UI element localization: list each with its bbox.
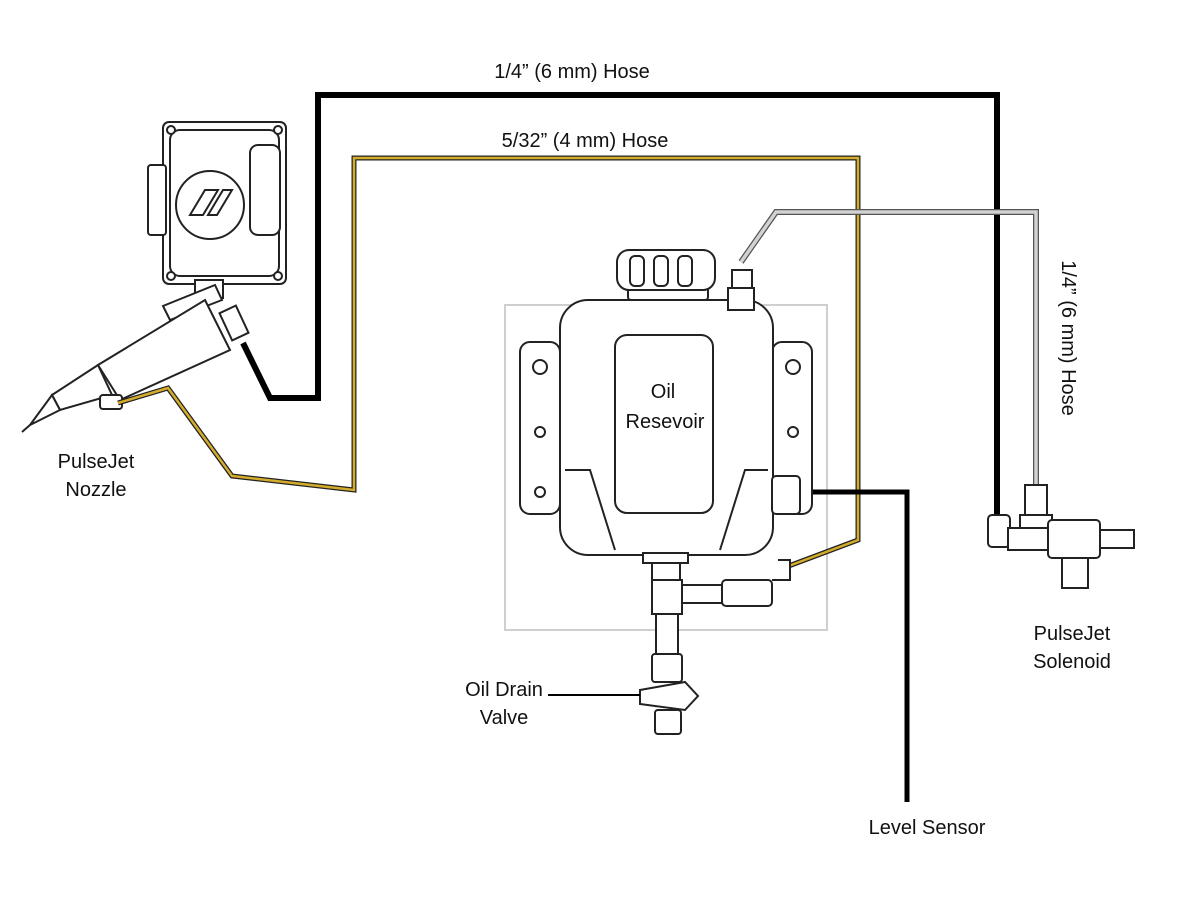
drain-valve-label-line2: Valve [480, 707, 529, 729]
nozzle-label-line2: Nozzle [65, 479, 126, 501]
level-sensor-label: Level Sensor [869, 817, 986, 839]
solenoid-label-line1: PulseJet [1034, 623, 1111, 645]
drain-valve-label-line1: Oil Drain [465, 679, 543, 701]
black-hose [240, 92, 1000, 515]
gray-hose-label: 1/4” (6 mm) Hose [1057, 260, 1079, 416]
reservoir-label-line2: Resevoir [626, 411, 705, 433]
gray-hose [738, 209, 1039, 485]
black-hose-label: 1/4” (6 mm) Hose [494, 61, 650, 83]
solenoid-label-line2: Solenoid [1033, 651, 1111, 673]
nozzle-icon [21, 283, 250, 433]
yellow-hose-label: 5/32” (4 mm) Hose [502, 130, 669, 152]
reservoir-label-line1: Oil [651, 381, 675, 403]
control-box-icon [147, 121, 287, 299]
drain-valve-icon [639, 559, 791, 735]
oil-reservoir-icon [519, 249, 813, 564]
solenoid-valve-icon [987, 484, 1135, 589]
level-sensor-wire [800, 489, 910, 802]
yellow-hose [117, 155, 861, 573]
nozzle-label-line1: PulseJet [58, 451, 135, 473]
